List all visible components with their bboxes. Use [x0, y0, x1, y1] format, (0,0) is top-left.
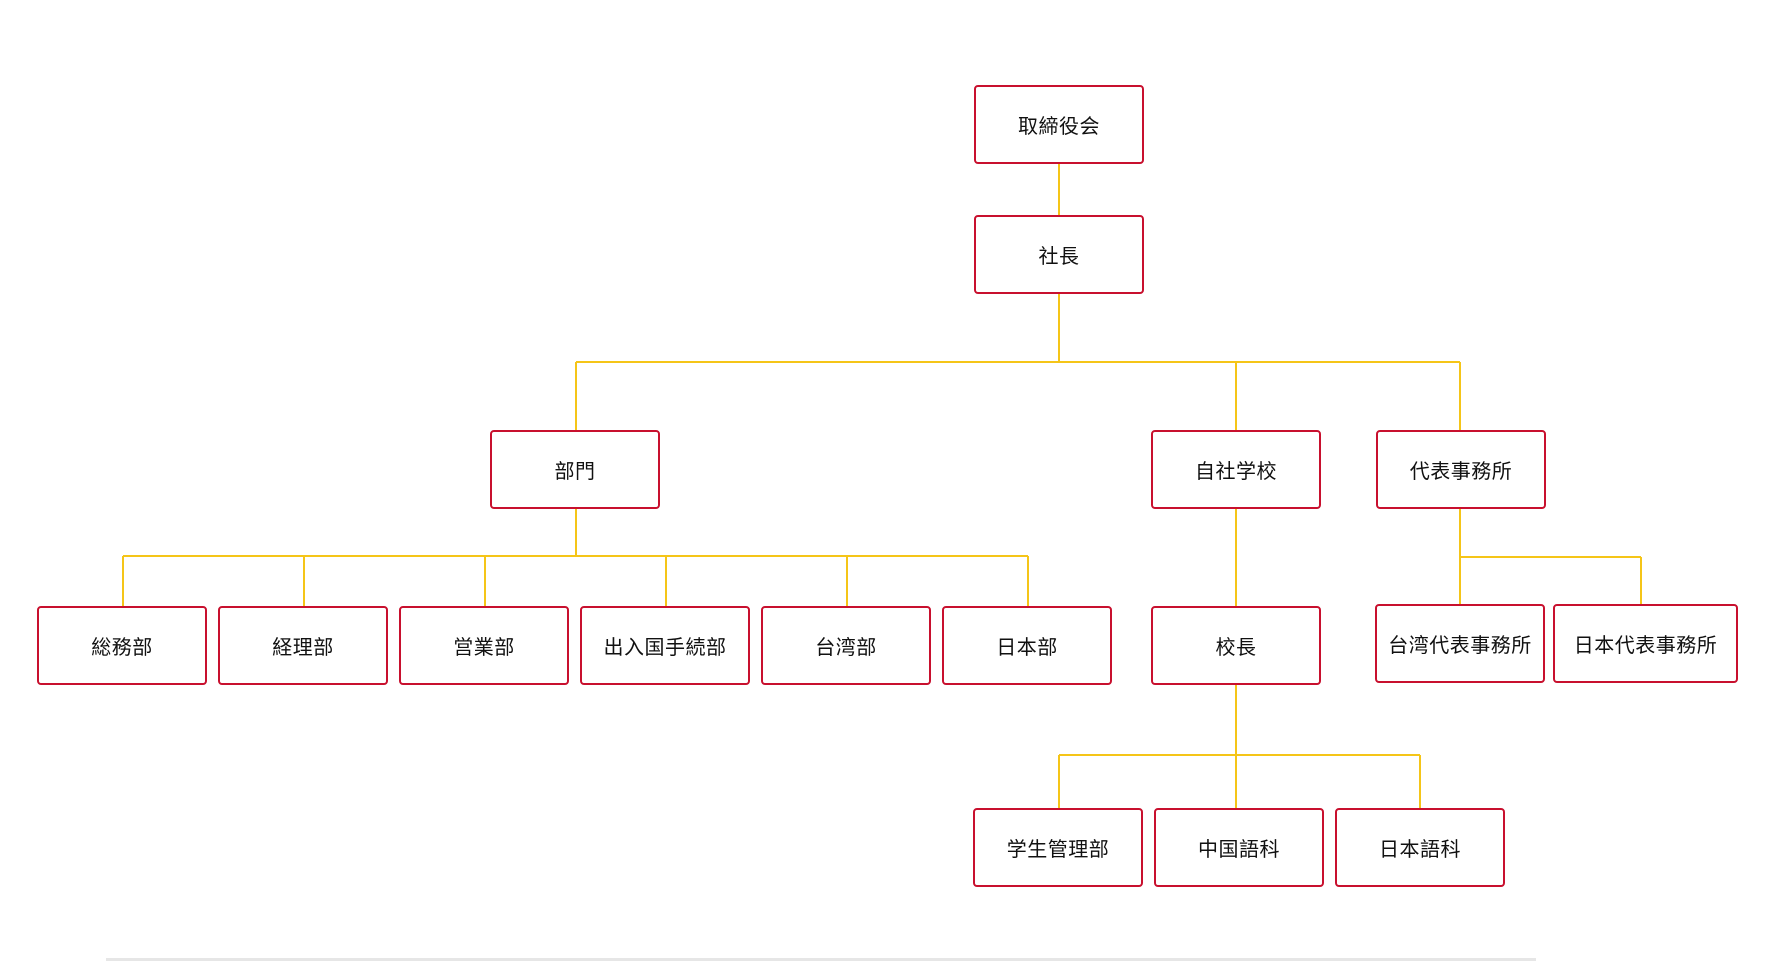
- node-principal: 校長: [1151, 606, 1321, 685]
- node-accounting: 経理部: [218, 606, 388, 685]
- node-chinese-course: 中国語科: [1154, 808, 1324, 887]
- node-own-school: 自社学校: [1151, 430, 1321, 509]
- node-departments: 部門: [490, 430, 660, 509]
- node-general-affairs: 総務部: [37, 606, 207, 685]
- node-taiwan: 台湾部: [761, 606, 931, 685]
- node-immigration: 出入国手続部: [580, 606, 750, 685]
- node-taiwan-rep-office: 台湾代表事務所: [1375, 604, 1545, 683]
- node-president: 社長: [974, 215, 1144, 294]
- node-board: 取締役会: [974, 85, 1144, 164]
- bottom-divider: [106, 958, 1536, 961]
- node-rep-offices: 代表事務所: [1376, 430, 1546, 509]
- node-japan-rep-office: 日本代表事務所: [1553, 604, 1738, 683]
- node-japan: 日本部: [942, 606, 1112, 685]
- node-student-management: 学生管理部: [973, 808, 1143, 887]
- node-japanese-course: 日本語科: [1335, 808, 1505, 887]
- node-sales: 営業部: [399, 606, 569, 685]
